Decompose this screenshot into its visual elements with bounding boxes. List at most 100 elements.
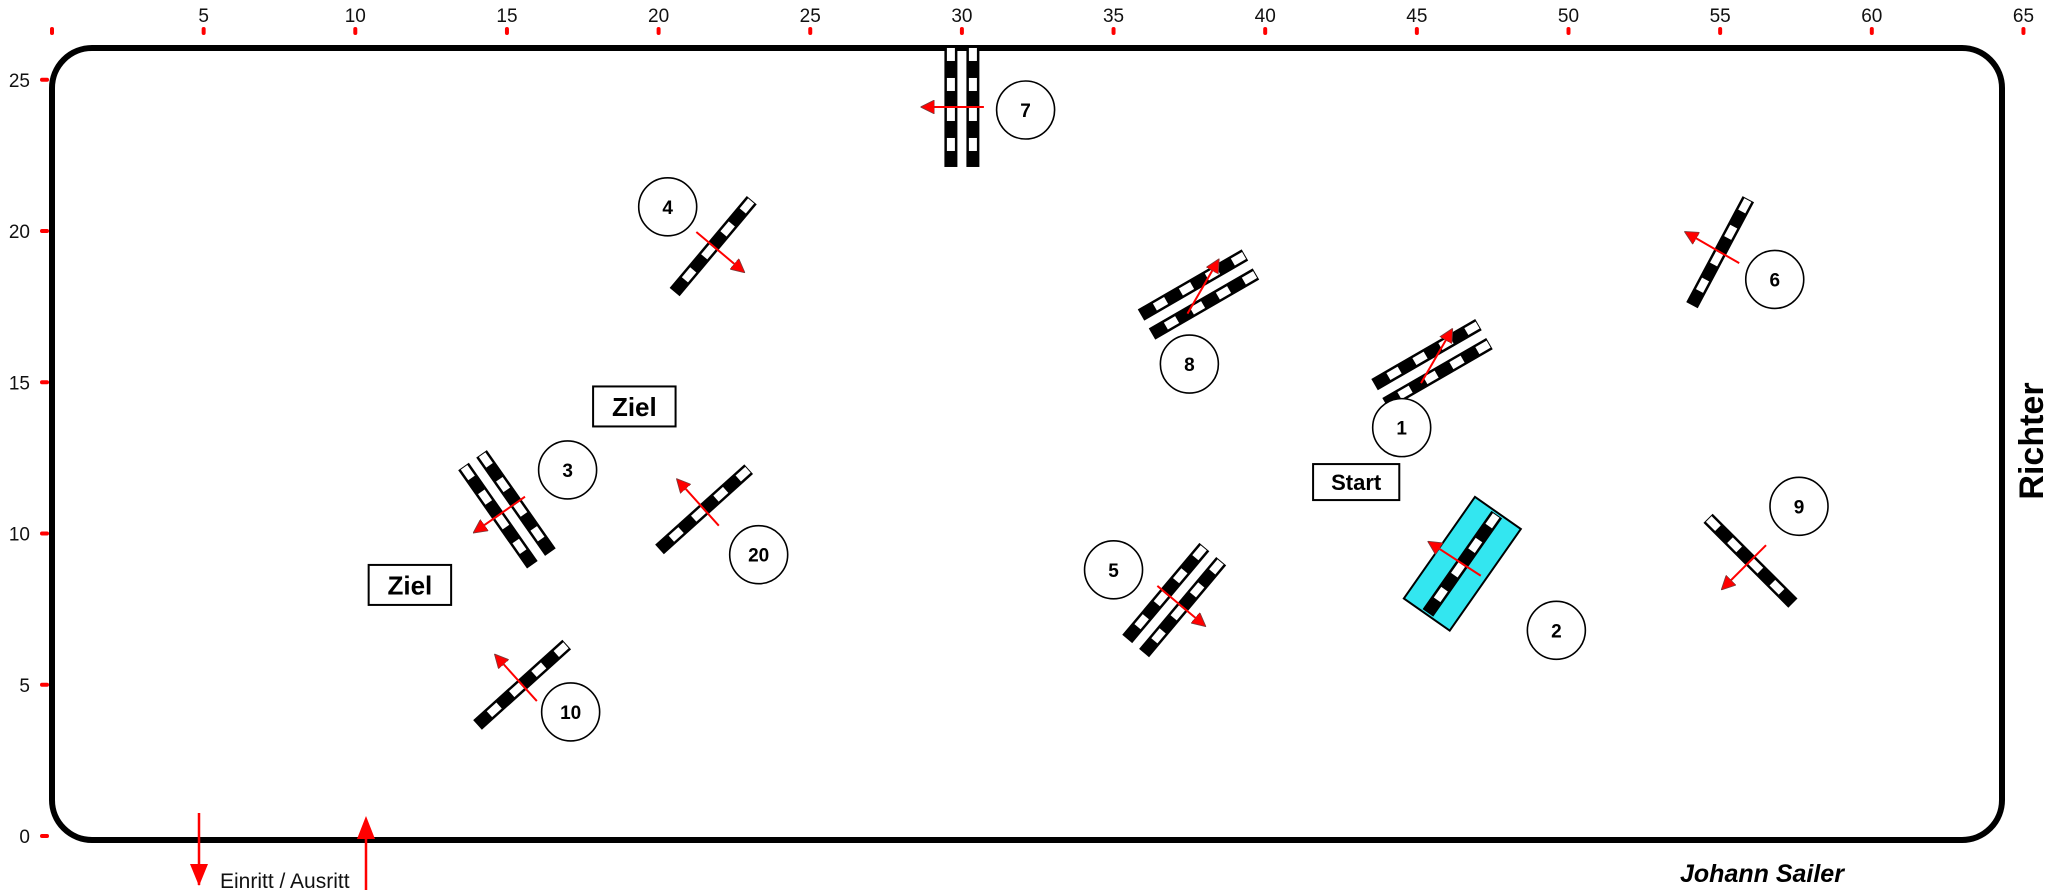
direction-arrow <box>677 480 720 527</box>
x-tick-mark <box>1566 27 1571 35</box>
pole-stripe <box>946 77 955 91</box>
x-tick-mark <box>959 27 964 35</box>
obstacle-9: 9 <box>1703 476 1829 608</box>
x-tick-mark <box>1111 27 1116 35</box>
finish-label-text: Ziel <box>612 392 657 422</box>
pole-stripe <box>1397 385 1413 400</box>
obstacle-3: 3 <box>458 440 598 569</box>
pole-stripe <box>1468 537 1483 553</box>
pole-stripe <box>1710 251 1724 267</box>
x-tick-label: 20 <box>648 6 669 27</box>
obstacle-number: 2 <box>1551 621 1562 642</box>
x-tick-label: 15 <box>496 6 517 27</box>
pole-stripe <box>739 198 755 214</box>
obstacle-number: 4 <box>662 198 673 219</box>
pole-stripe <box>1386 366 1402 381</box>
jump-pole <box>1382 337 1493 410</box>
x-tick-mark <box>1869 27 1874 35</box>
x-tick-mark <box>1263 27 1268 35</box>
x-tick-label: 35 <box>1103 6 1124 27</box>
arena-boundary <box>49 45 2005 843</box>
y-tick-label: 25 <box>9 71 30 92</box>
pole-stripe <box>1451 562 1466 578</box>
obstacle-number: 5 <box>1108 561 1119 582</box>
direction-arrow <box>1429 542 1482 577</box>
pole-stripe <box>1423 370 1439 385</box>
direction-arrow <box>695 231 743 272</box>
start-label-box <box>1312 463 1401 502</box>
direction-arrow <box>495 655 538 702</box>
obstacle-4: 4 <box>637 177 757 297</box>
finish-label-box <box>367 563 453 606</box>
jump-pole <box>1148 268 1260 340</box>
obstacle-number-circle <box>1526 600 1587 661</box>
pole-stripe <box>735 466 751 482</box>
jump-pole <box>966 46 980 167</box>
pole-stripe <box>478 489 493 505</box>
pole-stripe <box>478 452 493 468</box>
pole-stripe <box>1230 252 1247 266</box>
pole-stripe <box>968 107 977 121</box>
pole-stripe <box>553 642 569 657</box>
direction-arrow <box>1156 585 1204 626</box>
pole-stripe <box>1769 579 1785 595</box>
x-tick-label: 55 <box>1710 6 1731 27</box>
finish-label-box <box>592 385 677 428</box>
pole-stripe <box>1485 513 1500 529</box>
course-designer-signature: Johann Sailer <box>1680 860 1845 888</box>
obstacle-number-circle <box>540 682 601 742</box>
x-tick-label: 30 <box>951 6 972 27</box>
entrance-arrowhead <box>357 816 375 839</box>
x-tick-mark <box>504 27 509 35</box>
pole-stripe <box>513 501 528 517</box>
finish-label: Ziel <box>592 385 677 428</box>
pole-stripe <box>496 476 511 493</box>
pole-stripe <box>968 47 977 61</box>
y-tick-mark <box>40 531 49 536</box>
y-tick-mark <box>40 229 49 233</box>
pole-stripe <box>968 137 977 151</box>
y-tick-mark <box>40 682 49 687</box>
obstacle-2: 2 <box>1402 495 1587 661</box>
x-tick-label: 40 <box>1255 6 1276 27</box>
x-tick-mark <box>2021 27 2026 35</box>
obstacle-number: 10 <box>560 703 581 724</box>
pole-stripe <box>1134 614 1149 630</box>
direction-arrow <box>1186 260 1218 315</box>
pole-stripe <box>1475 340 1491 355</box>
pole-stripe <box>681 267 697 283</box>
obstacle-number: 6 <box>1769 270 1780 291</box>
pole-stripe <box>1433 586 1448 603</box>
pole-stripe <box>968 77 977 91</box>
pole-stripe <box>1209 559 1224 575</box>
y-tick-mark <box>40 834 49 838</box>
x-tick-label: 5 <box>198 6 209 27</box>
pole-stripe <box>530 526 545 542</box>
obstacle-number: 20 <box>748 546 769 567</box>
pole-stripe <box>1152 297 1169 311</box>
pole-stripe <box>1173 568 1188 584</box>
x-tick-label: 65 <box>2013 6 2034 27</box>
entrance-label: Einritt / Ausritt <box>220 870 350 890</box>
direction-arrow <box>1686 232 1740 265</box>
x-tick-mark <box>353 27 358 35</box>
pole-stripe <box>1412 351 1428 366</box>
pole-stripe <box>1170 605 1186 621</box>
obstacle-number-circle <box>637 177 698 237</box>
obstacle-1-body <box>1371 318 1493 410</box>
x-tick-label: 25 <box>800 6 821 27</box>
y-tick-mark <box>40 77 49 82</box>
pole-stripe <box>1151 628 1166 644</box>
exit-arrowhead <box>190 864 208 886</box>
obstacle-number: 1 <box>1396 419 1407 440</box>
x-tick-mark <box>50 27 54 35</box>
pole-stripe <box>1748 558 1764 574</box>
finish-label: Ziel <box>367 563 453 606</box>
finish-label-text: Ziel <box>387 570 432 600</box>
obstacle-number: 3 <box>562 461 573 482</box>
obstacle-number-circle <box>1159 334 1220 394</box>
